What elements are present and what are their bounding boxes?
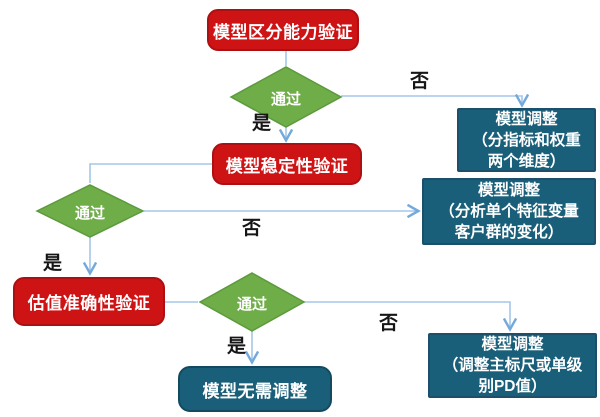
node-model-adjust-feature-analysis: 模型调整 （分析单个特征变量 客户群的变化）: [422, 178, 596, 245]
node-model-adjust-master-scale: 模型调整 （调整主标尺或单级 别PD值）: [428, 333, 597, 398]
edge-label-yes-3: 是: [227, 336, 247, 357]
node-model-no-adjustment: 模型无需调整: [178, 366, 332, 412]
edge-label-yes-1: 是: [252, 113, 272, 134]
edge-red2-diamond2: [89, 163, 212, 183]
node-model-stability-validation: 模型稳定性验证: [212, 143, 362, 185]
edge-diamond1-no-teal1: [341, 96, 522, 104]
edge-label-no-3: 否: [379, 313, 399, 334]
edge-label-no-2: 否: [242, 218, 262, 239]
edge-label-yes-2: 是: [43, 253, 63, 274]
decision-diamond-2: [35, 184, 145, 238]
edge-label-no-1: 否: [410, 71, 430, 92]
decision-diamond-3: [198, 272, 306, 332]
node-estimate-accuracy-validation: 估值准确性验证: [13, 277, 165, 326]
edge-diamond3-no-teal3: [304, 301, 510, 328]
node-model-adjust-metrics-weights: 模型调整 （分指标和权重 两个维度）: [457, 108, 596, 172]
node-model-discrimination-validation: 模型区分能力验证: [207, 9, 359, 51]
decision-diamond-1: [229, 66, 343, 128]
